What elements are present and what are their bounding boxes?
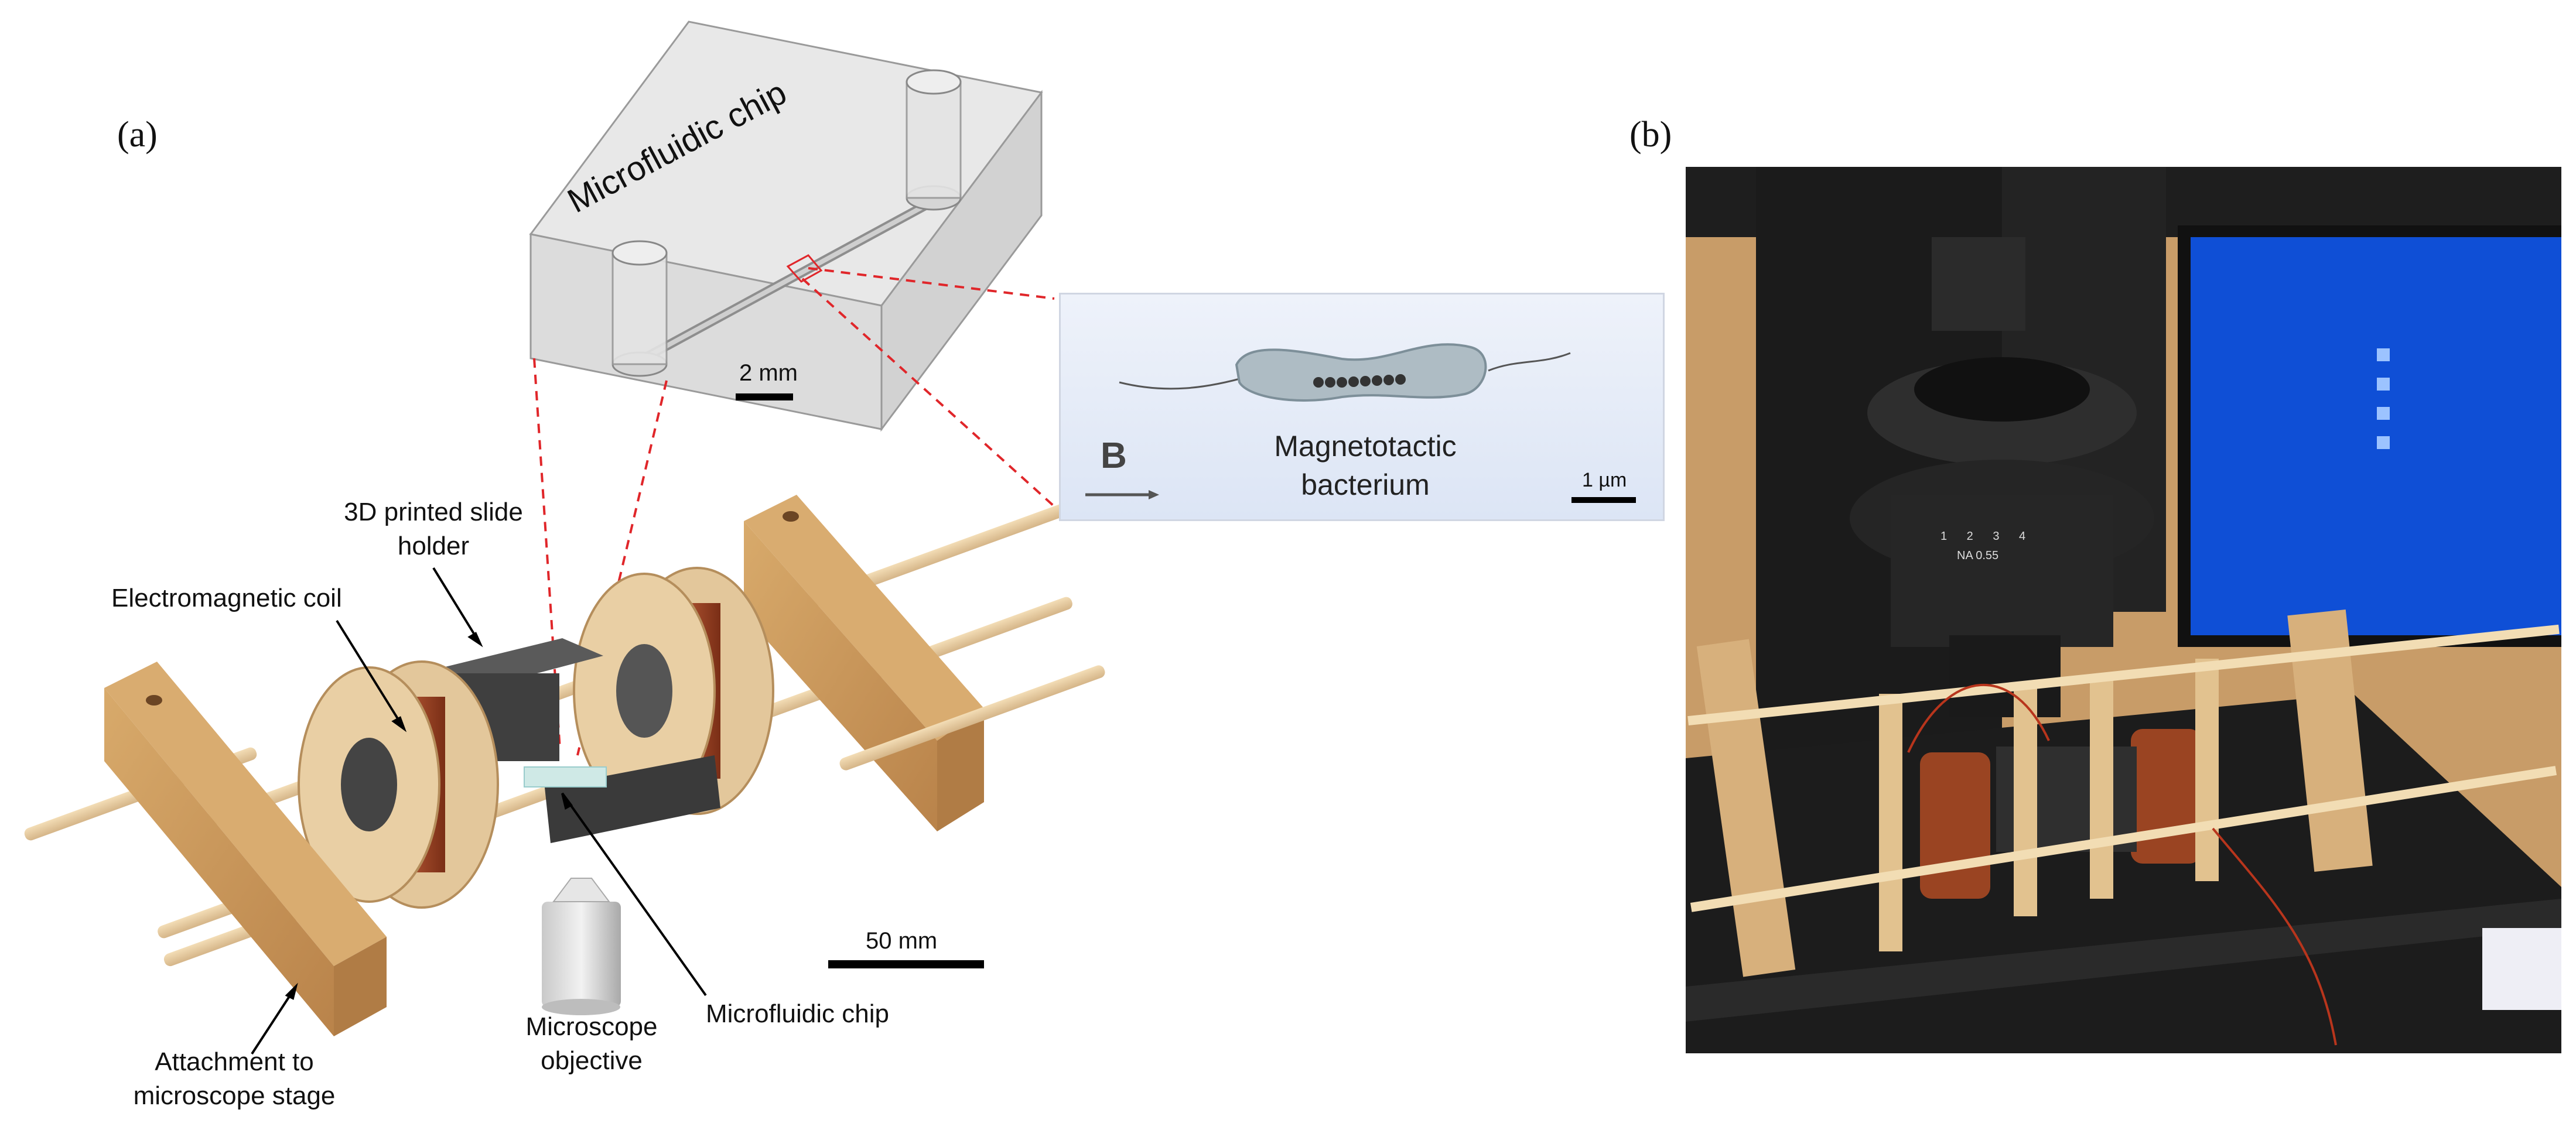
slide-holder-label-line1: 3D printed slide <box>344 498 523 526</box>
chip-block <box>529 20 1043 432</box>
slide-holder-label-line2: holder <box>397 532 470 560</box>
callout-leaders <box>251 567 707 1055</box>
panel-b-label: (b) <box>1629 115 1672 155</box>
slide-holder-label: 3D printed slide holder <box>328 495 539 563</box>
magnetosome-chain <box>1313 374 1406 388</box>
inset-title-line1: Magnetotactic <box>1274 430 1457 463</box>
attachment-label: Attachment to microscope stage <box>123 1045 346 1113</box>
setup-scale-label: 50 mm <box>866 928 938 954</box>
objective-label-line2: objective <box>541 1046 643 1075</box>
attachment-label-line2: microscope stage <box>133 1081 336 1110</box>
field-arrow <box>1149 490 1159 499</box>
left-wood-block <box>104 662 387 1036</box>
microscope-body <box>1756 167 2166 752</box>
objective-label: Microscope objective <box>510 1010 674 1078</box>
panel-a-label: (a) <box>117 115 158 155</box>
chip-scale-label: 2 mm <box>739 360 798 386</box>
bacterium-drawing <box>1085 343 1571 499</box>
setup-illustration <box>24 20 1105 1055</box>
monitor <box>2178 225 2561 799</box>
setup-scale-bar <box>828 960 984 968</box>
setup-photo: NA 0.55 1 2 3 4 <box>1686 167 2561 1053</box>
chip-scale-bar <box>736 393 793 400</box>
field-label: B <box>1101 436 1127 476</box>
objective-label-line1: Microscope <box>525 1012 658 1041</box>
objective-scale-label: 1 2 3 4 <box>1940 530 2034 543</box>
left-coil <box>298 660 499 909</box>
inset-scale-bar <box>1571 497 1636 503</box>
objective-illustration <box>542 878 621 1015</box>
right-coil <box>573 567 774 815</box>
objective-na-label: NA 0.55 <box>1957 549 1999 562</box>
chip-callout-label: Microfluidic chip <box>706 999 889 1028</box>
zoom-guides <box>533 267 1055 756</box>
inset-scale-label: 1 µm <box>1582 469 1627 491</box>
attachment-label-line1: Attachment to <box>155 1047 314 1076</box>
photo-drawing <box>1686 167 2561 1053</box>
inset-title-line2: bacterium <box>1301 468 1430 501</box>
coil-label: Electromagnetic coil <box>111 584 342 612</box>
bacterium-inset: B Magnetotactic bacterium 1 µm <box>1059 293 1665 521</box>
